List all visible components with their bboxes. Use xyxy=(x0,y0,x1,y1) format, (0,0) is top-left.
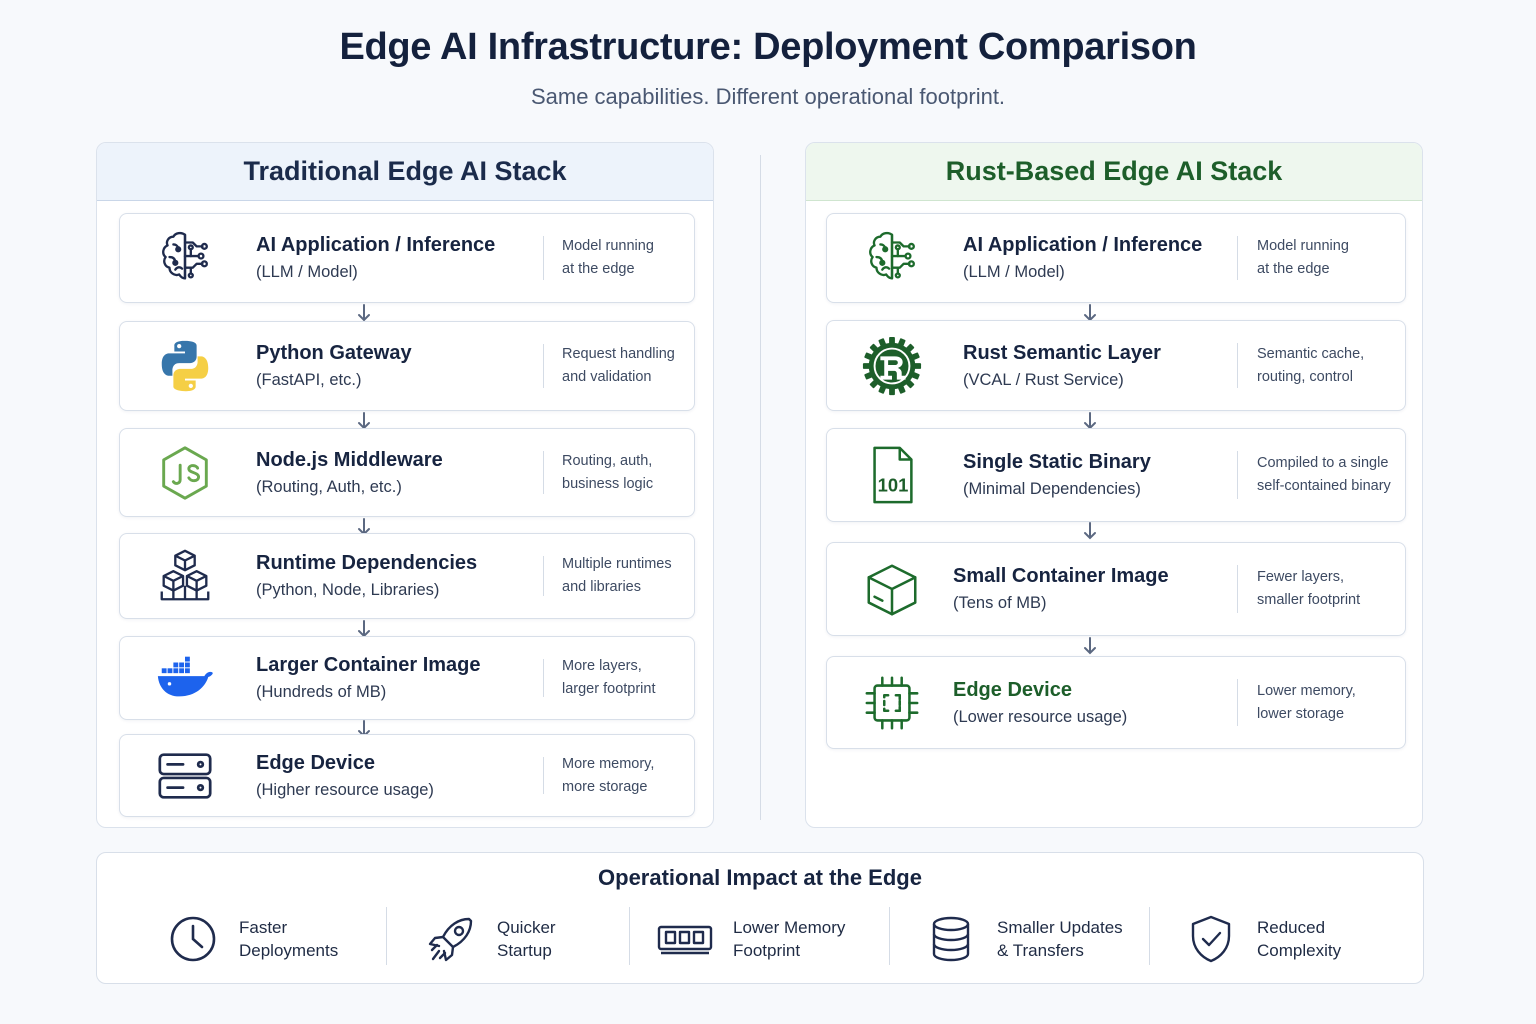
layer-subtitle: (Higher resource usage) xyxy=(256,780,434,799)
impact-divider xyxy=(386,907,387,965)
layer-name: Edge Device xyxy=(953,678,1072,701)
layer-note: Model running at the edge xyxy=(562,238,654,277)
flow-arrow-down-icon xyxy=(1083,521,1097,541)
layer-card-edge-device: Edge Device (Higher resource usage) More… xyxy=(119,734,695,817)
flow-arrow-down-icon xyxy=(357,303,371,323)
traditional-stack-panel: Traditional Edge AI Stack AI Application… xyxy=(96,142,714,828)
server-icon xyxy=(154,745,216,807)
impact-divider xyxy=(889,907,890,965)
layer-card-rust-semantic-layer: Rust Semantic Layer (VCAL / Rust Service… xyxy=(826,320,1406,411)
memory-icon xyxy=(657,913,713,965)
layer-subtitle: (Routing, Auth, etc.) xyxy=(256,477,402,496)
card-divider xyxy=(1237,343,1238,388)
layer-card-ai-application: AI Application / Inference (LLM / Model)… xyxy=(119,213,695,303)
layer-note: Compiled to a single self-contained bina… xyxy=(1257,455,1391,494)
card-divider xyxy=(543,757,544,794)
operational-impact-title: Operational Impact at the Edge xyxy=(598,865,922,890)
layer-subtitle: (Tens of MB) xyxy=(953,594,1047,612)
card-divider xyxy=(543,236,544,280)
page-title: Edge AI Infrastructure: Deployment Compa… xyxy=(339,26,1197,68)
layer-name: Larger Container Image xyxy=(256,654,481,676)
layer-name: Runtime Dependencies xyxy=(256,552,478,574)
layer-name: Rust Semantic Layer xyxy=(963,341,1161,364)
layer-card-edge-device: Edge Device (Lower resource usage) Lower… xyxy=(826,656,1406,749)
rust-stack-panel: Rust-Based Edge AI Stack AI Application … xyxy=(805,142,1423,828)
layer-note: Routing, auth, business logic xyxy=(562,452,654,492)
python-logo-icon xyxy=(154,335,216,397)
layer-note: Semantic cache, routing, control xyxy=(1257,345,1365,385)
layer-name: Edge Device xyxy=(256,751,375,774)
layer-note: Multiple runtimes and libraries xyxy=(562,556,672,595)
docker-whale-icon xyxy=(154,647,216,709)
layer-note: Fewer layers, smaller footprint xyxy=(1257,569,1361,608)
chip-icon xyxy=(861,672,923,734)
layer-name: AI Application / Inference xyxy=(256,234,496,256)
layer-note: Request handling and validation xyxy=(562,346,675,385)
rust-logo-icon xyxy=(861,335,923,397)
layer-card-python-gateway: Python Gateway (FastAPI, etc.) Request h… xyxy=(119,321,695,411)
layer-subtitle: (LLM / Model) xyxy=(963,263,1065,281)
layer-card-single-static-binary: 101 Single Static Binary (Minimal Depend… xyxy=(826,428,1406,522)
layer-subtitle: (Python, Node, Libraries) xyxy=(256,581,440,599)
layer-card-larger-container-image: Larger Container Image (Hundreds of MB) … xyxy=(119,636,695,720)
layer-subtitle: (LLM / Model) xyxy=(256,263,358,281)
impact-divider xyxy=(1149,907,1150,965)
layer-note: More memory, more storage xyxy=(562,755,655,795)
layer-card-runtime-dependencies: Runtime Dependencies (Python, Node, Libr… xyxy=(119,533,695,619)
layer-subtitle: (VCAL / Rust Service) xyxy=(963,370,1124,389)
brain-icon xyxy=(154,227,216,289)
flow-arrow-down-icon xyxy=(1083,636,1097,656)
brain-icon xyxy=(861,227,923,289)
card-divider xyxy=(1237,451,1238,499)
layer-card-ai-application: AI Application / Inference (LLM / Model)… xyxy=(826,213,1406,303)
layer-name: Python Gateway xyxy=(256,342,412,364)
layer-note: Lower memory, lower storage xyxy=(1257,682,1356,722)
card-divider xyxy=(1237,679,1238,726)
impact-item-smaller-updates: Smaller Updates& Transfers xyxy=(925,907,1123,971)
rust-stack-title: Rust-Based Edge AI Stack xyxy=(806,143,1422,201)
rocket-icon xyxy=(425,913,477,965)
layer-subtitle: (Minimal Dependencies) xyxy=(963,480,1141,498)
svg-text:101: 101 xyxy=(878,474,909,495)
card-divider xyxy=(1237,236,1238,280)
impact-divider xyxy=(629,907,630,965)
layer-name: Node.js Middleware xyxy=(256,448,443,471)
card-divider xyxy=(543,659,544,697)
database-icon xyxy=(925,913,977,965)
cubes-icon xyxy=(154,545,216,607)
layer-subtitle: (FastAPI, etc.) xyxy=(256,371,362,389)
shield-check-icon xyxy=(1185,913,1237,965)
card-divider xyxy=(1237,565,1238,613)
box-icon xyxy=(861,558,923,620)
layer-name: Single Static Binary xyxy=(963,451,1151,473)
column-divider xyxy=(760,155,761,820)
card-divider xyxy=(543,344,544,388)
nodejs-logo-icon xyxy=(154,442,216,504)
binary-file-icon: 101 xyxy=(861,444,923,506)
page-subtitle: Same capabilities. Different operational… xyxy=(530,84,1006,109)
layer-subtitle: (Hundreds of MB) xyxy=(256,683,387,701)
clock-icon xyxy=(167,913,219,965)
card-divider xyxy=(543,556,544,596)
layer-name: AI Application / Inference xyxy=(963,234,1203,256)
traditional-stack-title: Traditional Edge AI Stack xyxy=(97,143,713,201)
layer-card-small-container-image: Small Container Image (Tens of MB) Fewer… xyxy=(826,542,1406,636)
card-divider xyxy=(543,451,544,494)
layer-subtitle: (Lower resource usage) xyxy=(953,707,1128,726)
layer-card-nodejs-middleware: Node.js Middleware (Routing, Auth, etc.)… xyxy=(119,428,695,517)
layer-note: Model running at the edge xyxy=(1257,238,1349,277)
layer-name: Small Container Image xyxy=(953,565,1169,587)
layer-note: More layers, larger footprint xyxy=(562,658,656,697)
